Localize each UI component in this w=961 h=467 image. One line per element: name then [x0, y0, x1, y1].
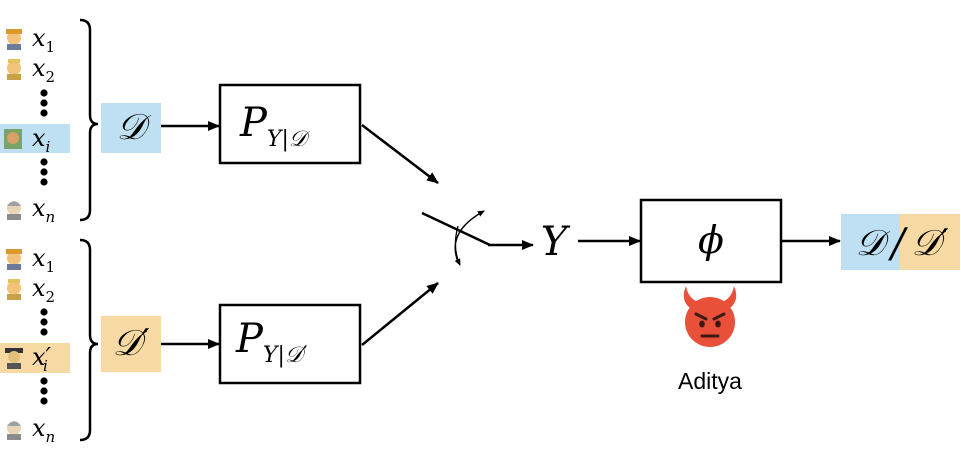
arrow-p-top-to-switch	[361, 124, 439, 184]
person-icon	[7, 201, 21, 220]
p-y-given-d-prime-box	[218, 303, 362, 385]
result-d-prime-highlight	[900, 214, 960, 270]
person-icon	[7, 59, 21, 80]
p-y-given-d-label: PY|𝒟	[239, 100, 311, 152]
person-icon	[4, 129, 22, 149]
ellipsis-dots-icon	[40, 308, 48, 405]
p-y-given-d-prime-label: PY|𝒟′	[235, 316, 307, 368]
person-icon	[6, 249, 22, 270]
bottom-item-n: xn	[32, 414, 55, 446]
top-item-1: x1	[32, 24, 55, 56]
top-input-list: x1 x2 xi xn	[0, 24, 70, 226]
top-brace	[79, 18, 99, 222]
bottom-input-list: x1 x2 x′i xn	[0, 244, 70, 446]
result-d-highlight	[841, 214, 900, 270]
top-item-i: xi	[32, 124, 51, 156]
person-icon	[6, 29, 22, 50]
bottom-item-i: x′i	[32, 343, 52, 375]
arrow-p-bottom-to-switch	[361, 282, 439, 346]
dataset-d-prime-highlight	[101, 316, 161, 372]
dataset-d-highlight	[101, 103, 161, 153]
top-item-n: xn	[32, 194, 55, 226]
phi-box	[639, 198, 783, 284]
top-item-2: x2	[32, 54, 55, 86]
dataset-d-prime-label: 𝒟′	[113, 323, 150, 364]
ellipsis-dots-icon	[40, 89, 48, 186]
p-y-given-d-box	[218, 83, 362, 165]
bottom-item-1: x1	[32, 244, 55, 276]
output-y-label: Y	[541, 219, 571, 265]
bottom-item-2: x2	[32, 274, 55, 306]
switch-icon	[421, 210, 534, 266]
result-d-prime-label: 𝒟′	[912, 223, 949, 264]
devil-face-icon	[683, 286, 737, 347]
phi-label: ϕ	[698, 218, 724, 262]
bottom-brace	[79, 238, 99, 442]
adversary-name: Aditya	[678, 368, 742, 394]
person-icon	[5, 348, 23, 369]
person-icon	[7, 421, 21, 440]
result-separator: /	[887, 221, 908, 267]
person-icon	[7, 279, 21, 300]
